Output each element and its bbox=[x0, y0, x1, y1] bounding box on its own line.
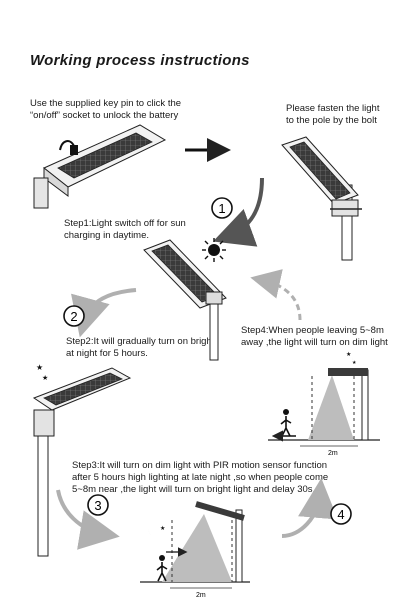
step1-text: Step1:Light switch off for sun charging … bbox=[64, 218, 186, 242]
svg-text:4: 4 bbox=[337, 507, 344, 522]
step1-line-2: charging in daytime. bbox=[64, 230, 150, 241]
step-marker-1: 1 bbox=[211, 197, 233, 219]
street-light-icon bbox=[281, 136, 362, 261]
intro-text: Use the supplied key pin to click the “o… bbox=[30, 98, 181, 122]
svg-text:★: ★ bbox=[346, 351, 351, 358]
step3-line-3: 5~8m near ,the light will turn on bright… bbox=[72, 484, 316, 495]
step3-line-1: Step3:It will turn on dim light with PIR… bbox=[72, 460, 328, 471]
arrow-icon bbox=[71, 288, 137, 338]
step-marker-4: 4 bbox=[330, 503, 352, 525]
step-marker-2: 2 bbox=[63, 305, 85, 327]
sun-icon bbox=[202, 238, 226, 262]
page-title: Working process instructions bbox=[30, 52, 250, 69]
arrow-icon bbox=[56, 489, 120, 550]
step4-scene: 2m bbox=[268, 368, 380, 457]
step3-text: Step3:It will turn on dim light with PIR… bbox=[72, 460, 328, 496]
moon-stars-icon: ★ ★ bbox=[346, 351, 364, 366]
step3-scene: 2m bbox=[140, 501, 250, 599]
svg-text:3: 3 bbox=[94, 498, 101, 513]
person-icon bbox=[156, 555, 168, 582]
moon-stars-icon: ★ bbox=[148, 524, 165, 538]
svg-text:2: 2 bbox=[70, 309, 77, 324]
fasten-text: Please fasten the light to the pole by t… bbox=[286, 103, 379, 127]
svg-text:★: ★ bbox=[36, 363, 43, 372]
street-light-icon bbox=[32, 367, 132, 557]
step4-line-1: Step4:When people leaving 5~8m bbox=[241, 325, 384, 336]
step4-line-2: away ,the light will turn on dim light bbox=[241, 337, 388, 348]
arrow-icon bbox=[281, 478, 338, 538]
svg-text:★: ★ bbox=[42, 374, 48, 382]
intro-line-1: Use the supplied key pin to click the bbox=[30, 98, 182, 109]
moon-stars-icon: ★ ★ bbox=[17, 362, 48, 382]
step-marker-3: 3 bbox=[87, 494, 109, 516]
step2-line-2: at night for 5 hours. bbox=[66, 348, 148, 359]
fasten-line-1: Please fasten the light bbox=[286, 103, 380, 114]
svg-text:2m: 2m bbox=[328, 450, 338, 457]
arrow-icon bbox=[212, 177, 264, 247]
street-light-icon bbox=[33, 124, 167, 209]
intro-line-2: “on/off” socket to unlock the battery bbox=[30, 110, 179, 121]
arrow-icon bbox=[250, 269, 302, 321]
step3-line-2: after 5 hours high lighting at late nigh… bbox=[72, 472, 329, 483]
step4-text: Step4:When people leaving 5~8m away ,the… bbox=[241, 325, 388, 349]
step1-line-1: Step1:Light switch off for sun bbox=[64, 218, 186, 229]
street-light-icon bbox=[143, 239, 227, 361]
person-icon bbox=[280, 409, 292, 437]
step2-text: Step2:It will gradually turn on bright a… bbox=[66, 336, 214, 360]
fasten-line-2: to the pole by the bolt bbox=[286, 115, 377, 126]
step2-line-1: Step2:It will gradually turn on bright bbox=[66, 336, 215, 347]
svg-text:★: ★ bbox=[352, 360, 357, 366]
svg-text:2m: 2m bbox=[196, 592, 206, 599]
svg-text:1: 1 bbox=[218, 201, 225, 216]
svg-text:★: ★ bbox=[160, 525, 165, 532]
